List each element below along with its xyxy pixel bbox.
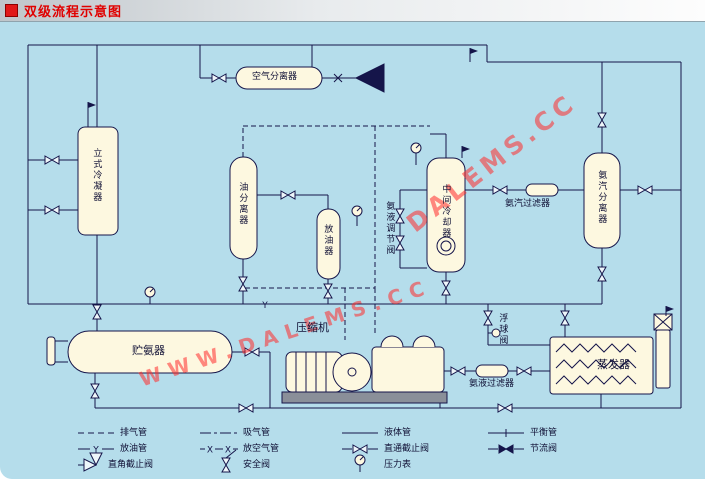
pressure-gauge-symbol	[410, 142, 422, 161]
stop-valve-symbol	[44, 155, 60, 165]
compressor-unit	[281, 335, 448, 404]
legend-label-safety-valve: 安全阀	[243, 460, 271, 470]
legend-symbol-pressure-gauge	[354, 454, 366, 473]
float-ball	[491, 328, 501, 338]
label-ammonia-vapor-filter: 氨汽过滤器	[505, 199, 551, 209]
safety-valve-flag	[87, 101, 97, 113]
legend-oil-glyph: Y	[92, 446, 99, 456]
evaporator-coils	[555, 343, 637, 385]
ammonia-vapor-filter-body	[525, 183, 559, 197]
oil-separator-vessel	[229, 156, 258, 260]
ammonia-liquid-filter-body	[475, 364, 509, 378]
agitator-column	[655, 329, 671, 389]
oil-drainer-vessel	[316, 208, 341, 280]
legend-symbol-straight-stop-valve	[342, 444, 378, 454]
compressor-body	[371, 346, 445, 393]
cooler-coil	[436, 236, 456, 256]
legend-symbols: Y X X	[78, 429, 524, 473]
stop-valve-symbol	[238, 403, 254, 413]
label-air-separator: 空气分离器	[252, 72, 298, 82]
legend-symbol-angle-stop-valve	[78, 452, 103, 472]
valve-symbols	[44, 73, 653, 413]
agitator-fan	[653, 313, 673, 331]
compressor-base	[281, 391, 448, 404]
stop-valve-symbol	[637, 185, 653, 195]
safety-valve-flag	[461, 145, 471, 157]
page-title: 双级流程示意图	[24, 5, 123, 20]
label-oil-separator: 油分离器	[237, 182, 248, 226]
pressure-gauge-symbol	[144, 286, 156, 305]
pressure-gauge-symbol	[351, 205, 363, 224]
legend-label-air-release-line: 放空气管	[243, 444, 280, 454]
label-compressor: 压缩机	[296, 321, 329, 334]
legend-label-oil-drain-line: 放油管	[120, 444, 148, 454]
piping-exhaust-dashed	[242, 125, 430, 340]
label-float-valve: 浮球阀	[497, 313, 508, 346]
legend-symbol-air-release-line: X X	[200, 446, 238, 456]
stop-valve-symbol	[450, 366, 466, 376]
legend-label-liquid-line: 液体管	[384, 428, 412, 438]
legend-label-pressure-gauge: 压力表	[384, 460, 412, 470]
label-ammonia-vapor-separator: 氨汽分离器	[596, 170, 607, 225]
intermediate-cooler-vessel	[426, 157, 466, 273]
label-ammonia-regulating-valve: 氨液调节阀	[384, 201, 395, 256]
legend-label-exhaust-line: 排气管	[120, 428, 148, 438]
title-square-icon	[5, 4, 18, 17]
label-ammonia-receiver: 贮氨器	[132, 344, 165, 357]
label-intermediate-cooler: 中间冷却器	[440, 184, 451, 239]
stop-valve-symbol	[597, 266, 607, 282]
legend-symbol-safety-valve	[221, 449, 237, 473]
stop-valve-symbol	[441, 280, 451, 296]
legend-label-suction-line: 吸气管	[243, 428, 271, 438]
stop-valve-symbol	[560, 310, 570, 326]
legend-symbol-oil-drain-line: Y	[78, 446, 114, 456]
legend-symbol-throttle-valve	[488, 444, 524, 454]
stop-valve-symbol	[90, 383, 100, 399]
stop-valve-symbol	[238, 276, 248, 292]
oil-line-glyph: Y	[261, 301, 268, 311]
vertical-condenser-vessel	[77, 126, 119, 236]
legend-label-balance-line: 平衡管	[530, 428, 558, 438]
stop-valve-symbol	[211, 73, 227, 83]
stop-valve-symbol	[516, 366, 532, 376]
label-ammonia-liquid-filter: 氨液过滤器	[469, 379, 515, 389]
label-evaporator: 蒸发器	[597, 358, 630, 371]
receiver-level-gauge	[46, 336, 56, 366]
regulating-valve-symbol	[395, 235, 405, 251]
legend-label-throttle-valve: 节流阀	[530, 444, 558, 454]
pressure-gauges	[144, 142, 422, 305]
vessels	[46, 66, 671, 395]
air-separator-vessel	[235, 66, 323, 90]
stop-valve-symbol	[44, 205, 60, 215]
label-vertical-condenser: 立式冷凝器	[91, 148, 102, 203]
safety-valve-flag	[469, 47, 479, 59]
stop-valve-symbol	[492, 185, 508, 195]
stop-valve-symbol	[280, 190, 296, 200]
stop-valve-symbol	[597, 112, 607, 128]
legend-symbol-balance-line	[488, 429, 524, 437]
label-oil-drainer: 放油器	[322, 224, 333, 257]
legend-air-glyph: X	[207, 446, 213, 456]
float-valve-symbol	[483, 310, 493, 326]
stop-valve-symbol	[497, 403, 513, 413]
legend-air-glyph: X	[225, 446, 231, 456]
title-bar: 双级流程示意图	[0, 0, 705, 22]
ammonia-vapor-separator-vessel	[583, 152, 621, 249]
ejector	[354, 63, 385, 93]
ammonia-receiver-vessel	[67, 330, 233, 374]
stop-valve-symbol	[323, 283, 333, 299]
stop-valve-symbol	[92, 304, 102, 320]
legend-label-straight-stop-valve: 直通截止阀	[384, 444, 430, 454]
legend-label-angle-stop-valve: 直角截止阀	[108, 460, 154, 470]
